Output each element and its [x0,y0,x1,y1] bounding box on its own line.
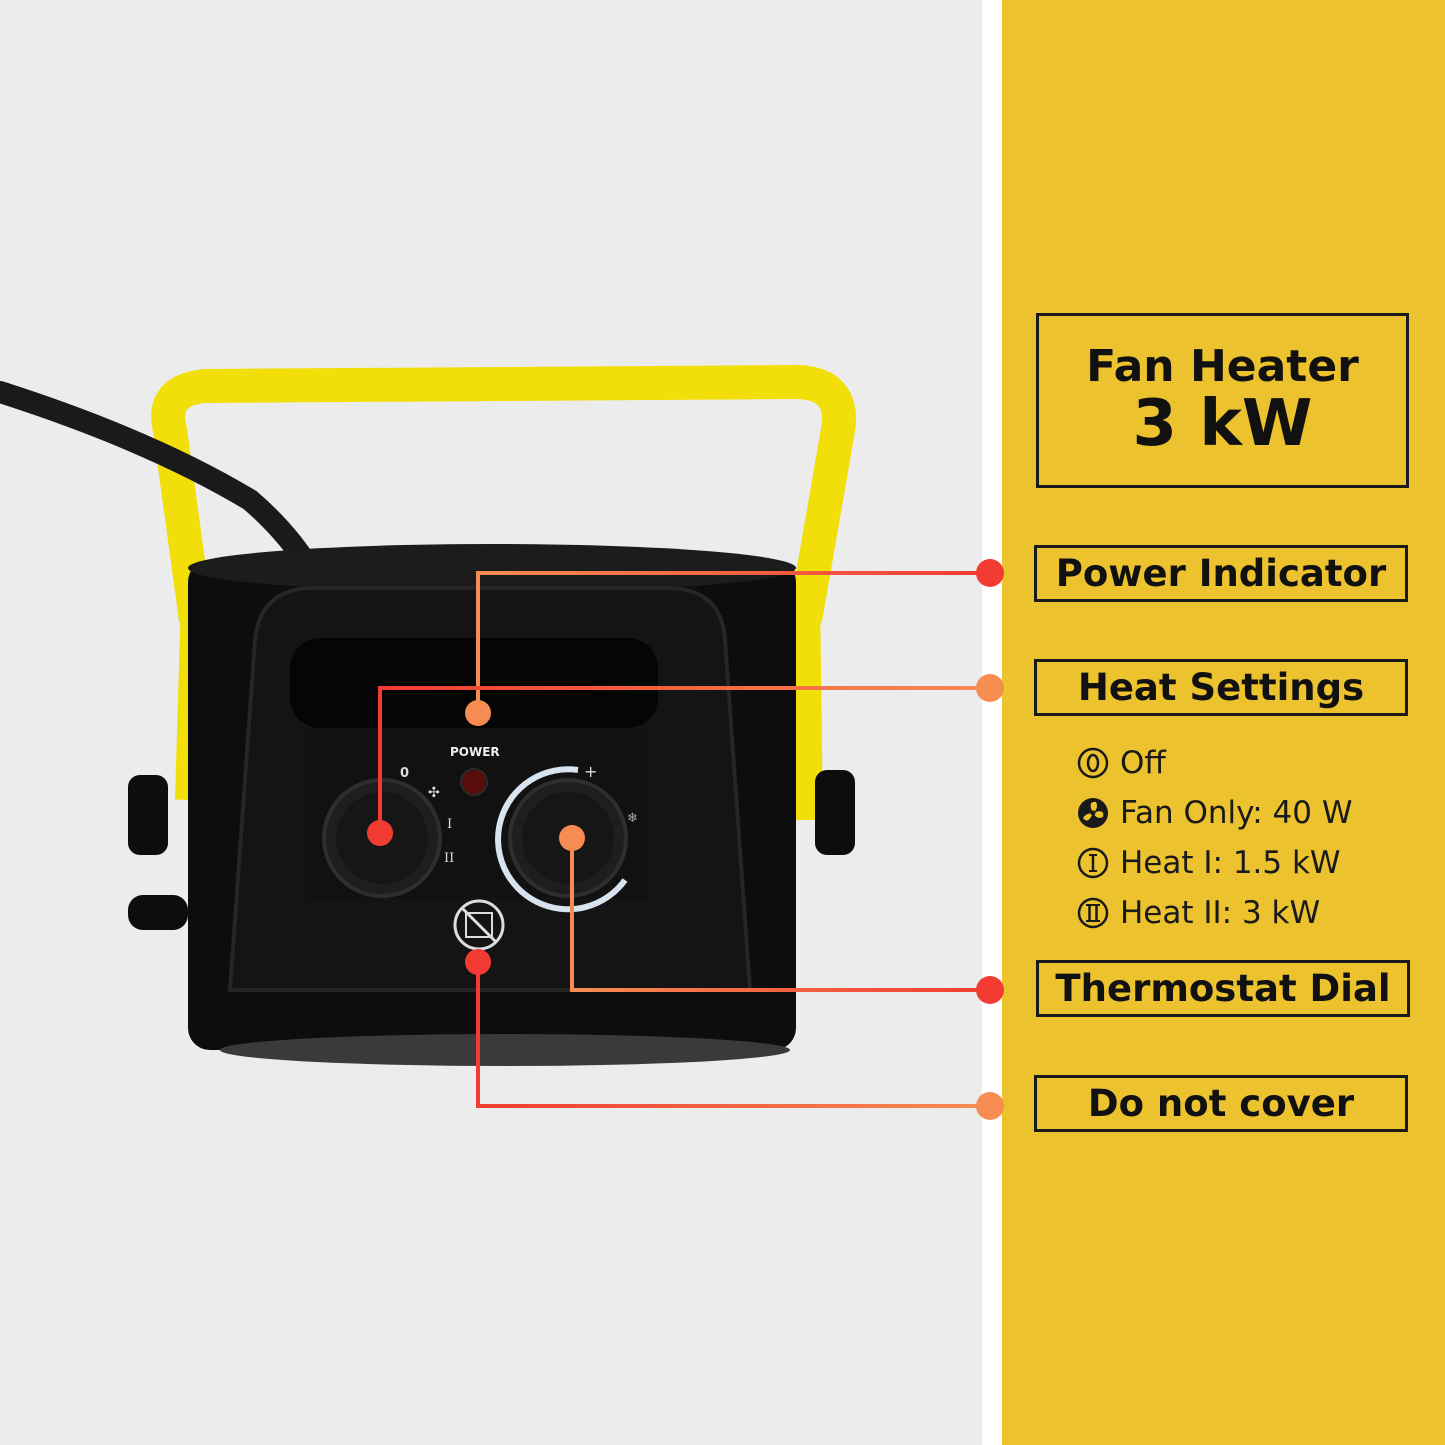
side-knob-right [815,770,855,855]
snowflake-icon: ❄ [627,811,638,826]
setting-heat-two: Heat II: 3 kW [1076,888,1406,938]
do-not-cover-icon-body [465,912,493,938]
callout-dot-heat-start [367,820,393,846]
callout-dot-thermostat-end [976,976,1004,1004]
label-thermostat-dial: Thermostat Dial [1036,960,1410,1017]
setting-label: Heat II: 3 kW [1120,895,1321,931]
callout-dot-thermostat-start [559,825,585,851]
setting-label: Fan Only: 40 W [1120,795,1353,831]
off-zero-icon [1077,747,1109,779]
side-knob-left [128,775,168,855]
label-do-not-cover: Do not cover [1034,1075,1408,1132]
setting-fan-only: Fan Only: 40 W [1076,788,1406,838]
setting-label: Heat I: 1.5 kW [1120,845,1341,881]
power-indicator-light [460,768,488,796]
yellow-handle [151,365,856,623]
label-power-indicator: Power Indicator [1034,545,1408,602]
product-title: Fan Heater [1086,341,1359,392]
callout-dot-power-end [976,559,1004,587]
heater-grille [220,1034,790,1066]
product-power-rating: 3 kW [1132,387,1313,461]
side-foot-left [128,895,188,930]
yellow-handle-side-right [790,599,823,821]
heater-top-rim [188,544,796,592]
heat-one-icon [1077,847,1109,879]
info-panel [1002,0,1445,1445]
callout-dot-heat-end [976,674,1004,702]
mode-label-two: II [444,851,454,866]
fan-icon [1078,798,1108,828]
fan-symbol-icon: ✣ [428,785,440,801]
callout-dot-cover-start [465,949,491,975]
callout-line-power [476,571,990,713]
heat-two-icon [1077,897,1109,929]
mode-label-zero: 0 [400,766,409,781]
setting-off: Off [1076,738,1406,788]
do-not-cover-icon [453,899,505,951]
callout-line-cover [476,962,990,1108]
callout-dot-power-start [465,700,491,726]
power-label: POWER [450,745,500,759]
do-not-cover-icon-slash [460,906,498,944]
product-title-box: Fan Heater 3 kW [1036,313,1409,488]
divider-strip [982,0,1002,1445]
thermostat-plus-label: + [584,762,597,781]
setting-heat-one: Heat I: 1.5 kW [1076,838,1406,888]
callout-line-thermostat [570,838,990,992]
callout-dot-cover-end [976,1092,1004,1120]
heat-settings-list: Off Fan Only: 40 W Heat I: 1.5 kW Heat I… [1076,738,1406,938]
mode-label-one: I [447,817,452,832]
label-heat-settings: Heat Settings [1034,659,1408,716]
setting-label: Off [1120,745,1166,781]
thermostat-arc [495,766,628,913]
callout-line-heat [378,686,990,833]
